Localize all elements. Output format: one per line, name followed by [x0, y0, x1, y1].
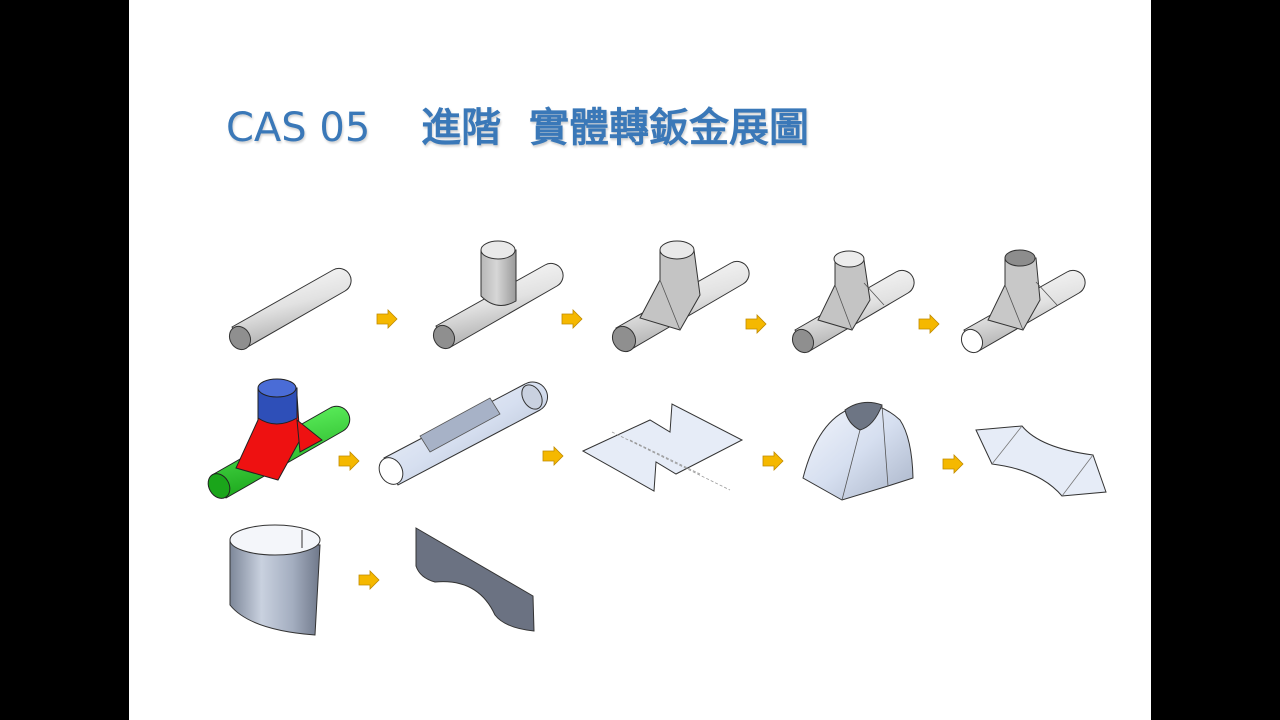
flat-pattern-diamond-icon	[975, 425, 1107, 497]
arrow-icon	[338, 451, 360, 471]
straight-pipe-icon	[228, 267, 352, 351]
arrow-icon	[542, 446, 564, 466]
arrow-icon	[918, 314, 940, 334]
tee-pipe-smaller-branch-icon	[791, 250, 915, 354]
arrow-icon	[358, 570, 380, 590]
rolled-cylinder-sheet-icon	[229, 524, 321, 636]
arrow-icon	[745, 314, 767, 334]
arrow-icon	[762, 451, 784, 471]
tee-pipe-icon	[432, 240, 564, 350]
tee-pipe-shell-icon	[960, 249, 1086, 354]
cut-pipe-sheet-icon	[378, 381, 549, 486]
slide-title: CAS 05 進階 實體轉鈑金展圖	[226, 98, 809, 158]
arrow-icon	[561, 309, 583, 329]
flat-pattern-curve-icon	[415, 527, 535, 632]
title-main: 進階 實體轉鈑金展圖	[421, 105, 810, 151]
arrow-icon	[376, 309, 398, 329]
flat-pattern-h-icon	[581, 403, 744, 492]
tee-pipe-transition-icon	[611, 240, 750, 353]
title-prefix: CAS 05	[226, 105, 371, 151]
tee-pipe-colored-faces-icon	[207, 378, 351, 499]
transition-sheet-icon	[802, 401, 914, 501]
arrow-icon	[942, 454, 964, 474]
